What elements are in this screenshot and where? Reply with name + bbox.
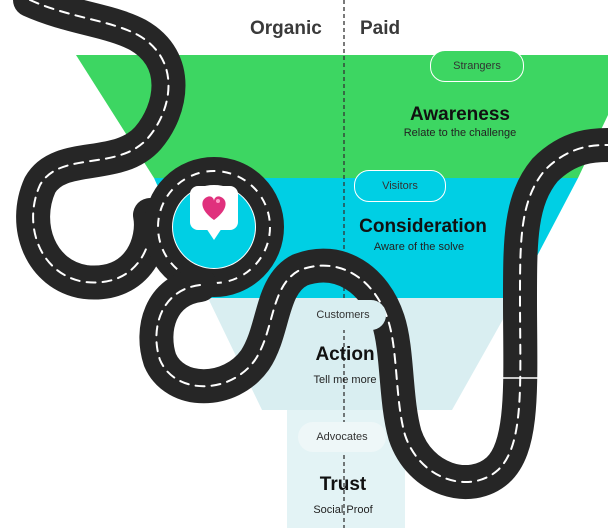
subtitle-awareness: Relate to the challenge (403, 127, 517, 139)
subtitle-consideration: Aware of the solve (373, 241, 465, 253)
title-trust: Trust (319, 474, 367, 495)
subtitle-action: Tell me more (313, 374, 377, 386)
organic-label: Organic (250, 18, 322, 39)
subtitle-trust: Social Proof (313, 504, 373, 516)
paid-label: Paid (360, 18, 401, 39)
winding-road-left (13, 0, 186, 300)
badge-visitors: Visitors (354, 170, 446, 202)
title-action: Action (315, 344, 375, 365)
winding-road-lower (139, 128, 608, 499)
title-consideration: Consideration (359, 216, 487, 237)
badge-advocates: Advocates (298, 422, 386, 452)
badge-strangers: Strangers (430, 50, 524, 82)
heart-chat-icon (190, 186, 238, 240)
title-awareness: Awareness (410, 104, 510, 125)
badge-customers: Customers (300, 300, 386, 330)
awareness-tier (76, 55, 608, 178)
